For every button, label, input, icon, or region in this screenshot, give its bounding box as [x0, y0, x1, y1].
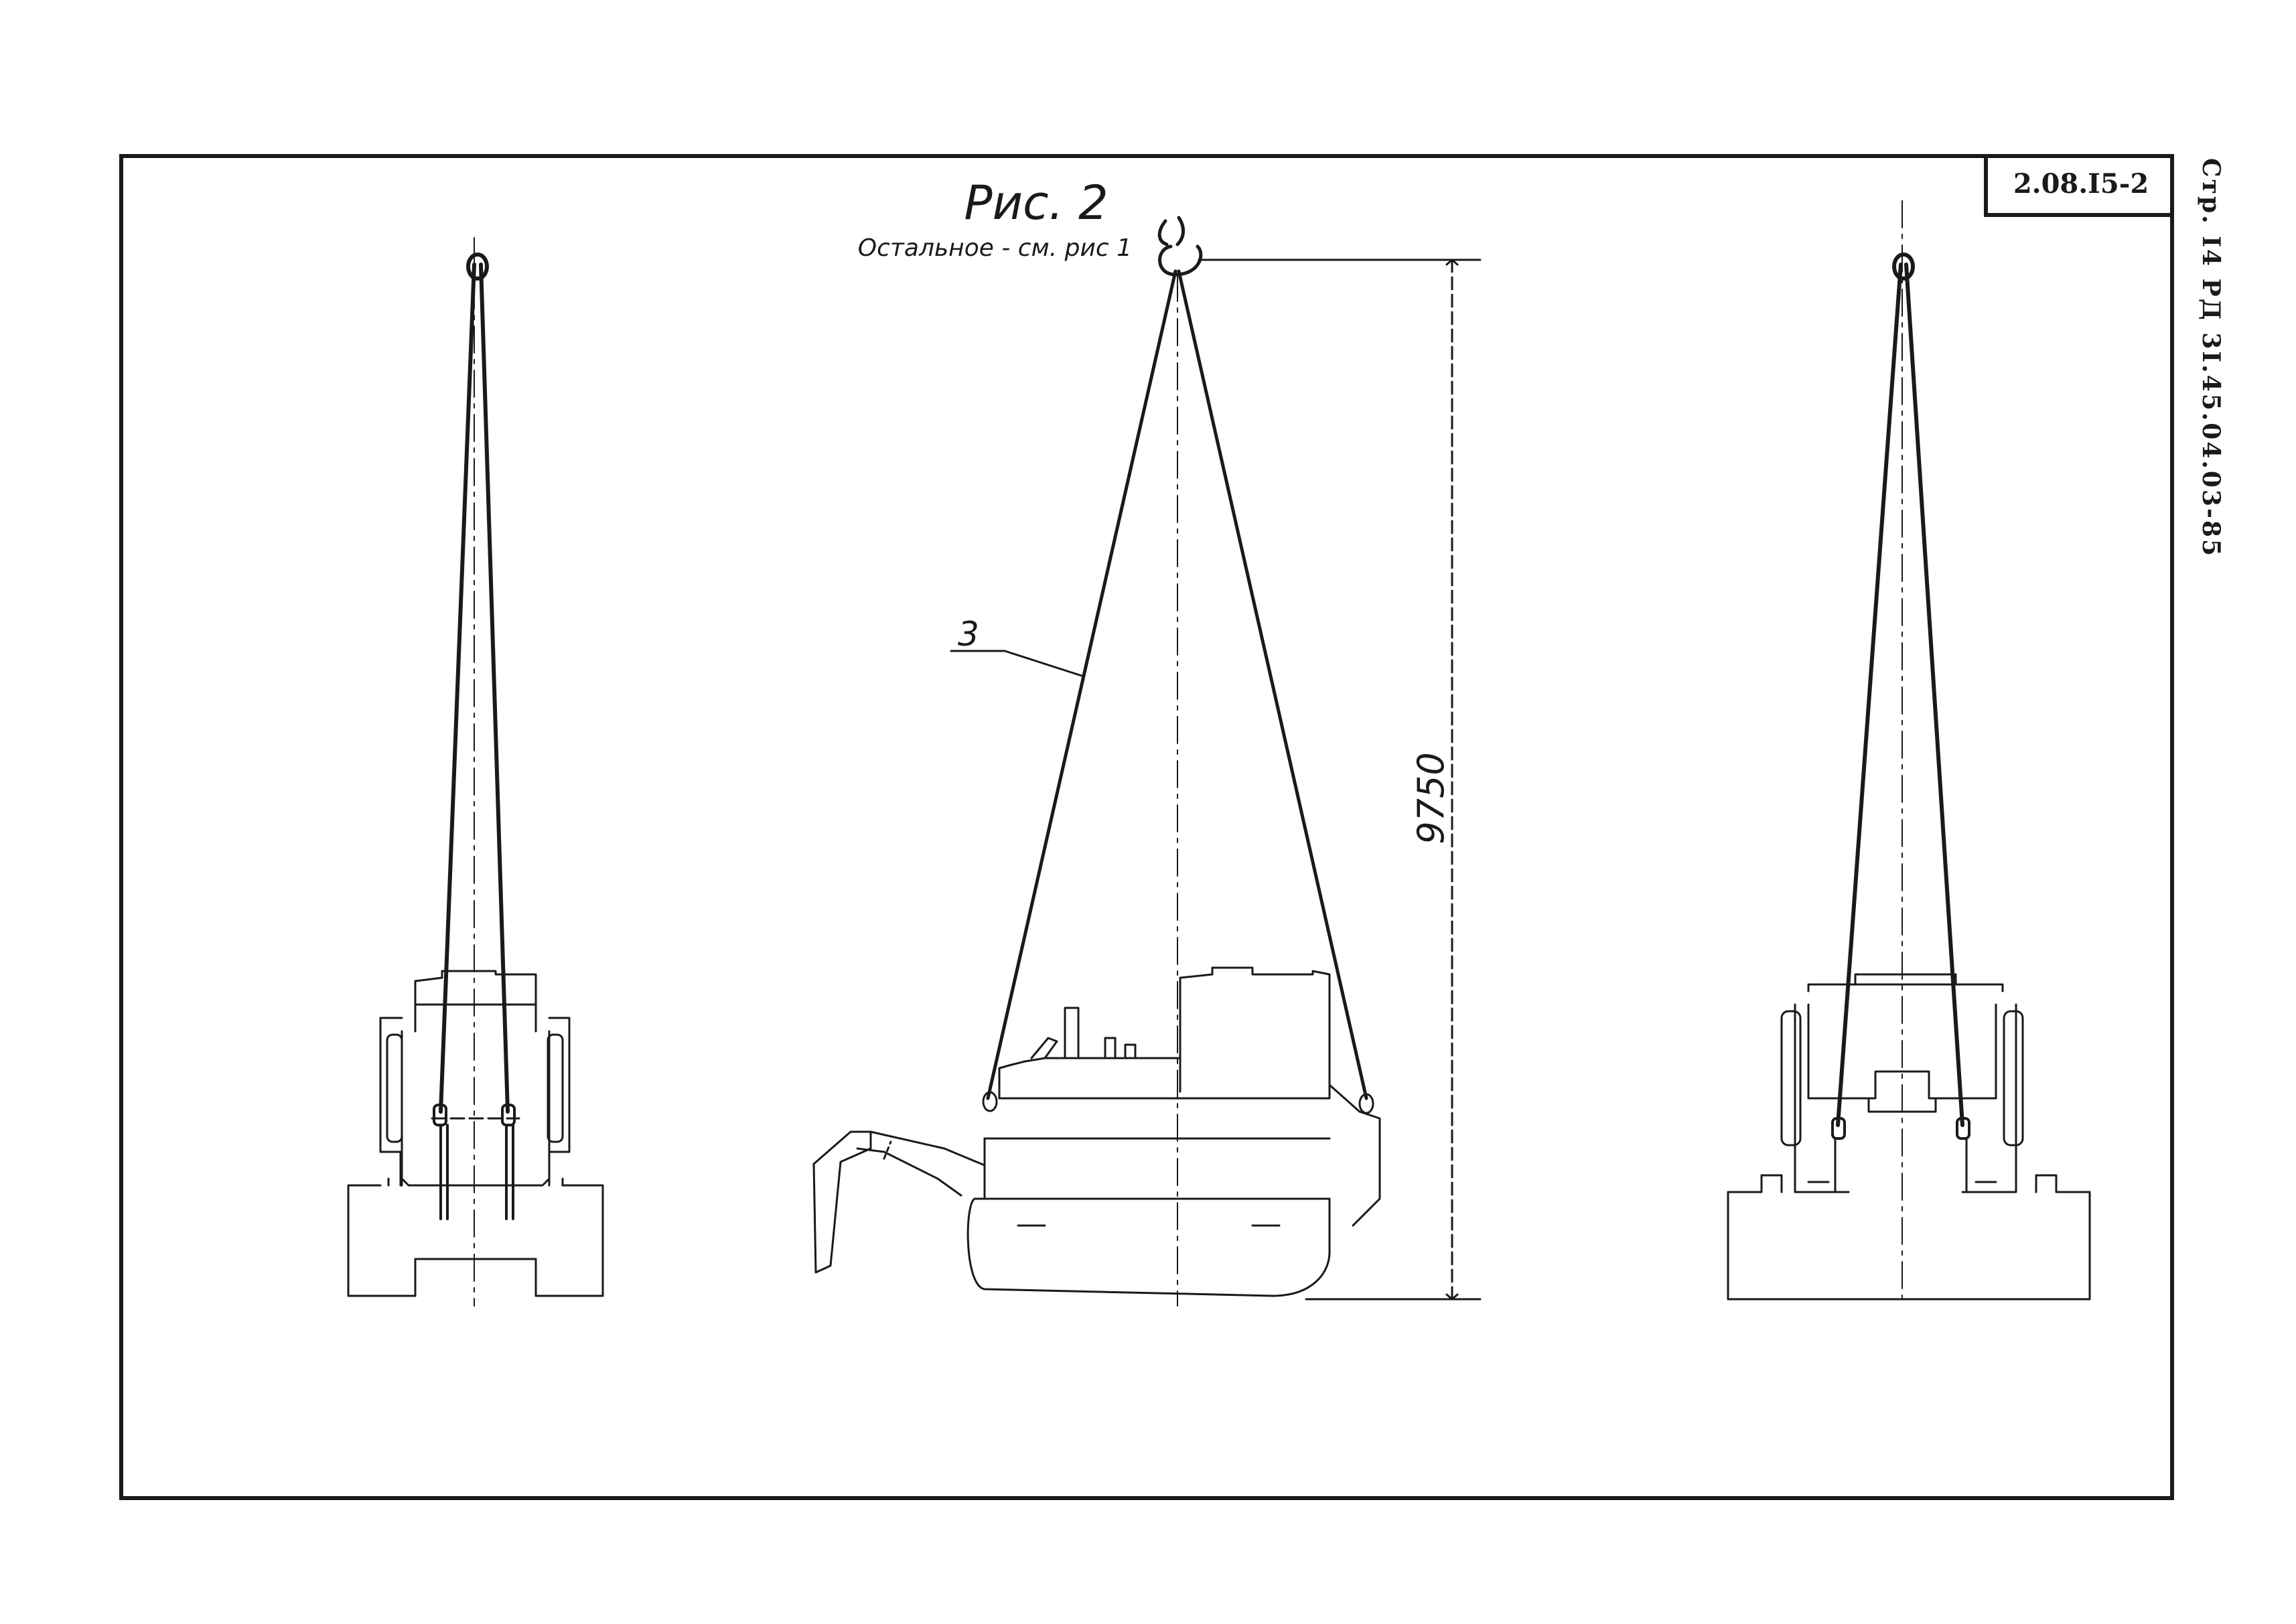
height-dimension-label: 9750 [1410, 752, 1452, 844]
document-side-code: Стр. I4 РД 3I.45.04.03-85 [2197, 158, 2225, 559]
side-view-slings [986, 269, 1368, 1100]
front-view-body [347, 970, 604, 1297]
rear-view-shackles [1831, 1117, 1970, 1140]
side-view-dimension [1198, 259, 1482, 1301]
figure-note: Остальное - см. рис 1 [857, 234, 1132, 262]
rear-view-hook-eye [1892, 252, 1915, 281]
figure-title: Рис. 2 [964, 175, 1108, 230]
side-view-callout-leader [950, 650, 1085, 678]
side-view-body [812, 966, 1381, 1297]
rear-view [1727, 200, 2091, 1307]
side-view [812, 216, 1482, 1307]
rear-view-slings [1836, 263, 1964, 1127]
drawing-frame [119, 154, 2174, 1500]
front-view-shackles [433, 1104, 516, 1220]
front-view [347, 237, 604, 1307]
front-view-hook-eye [466, 252, 489, 281]
rear-view-body [1727, 973, 2091, 1301]
sling-callout-number: 3 [958, 615, 979, 654]
stamp-code: 2.08.I5-2 [1984, 154, 2174, 217]
